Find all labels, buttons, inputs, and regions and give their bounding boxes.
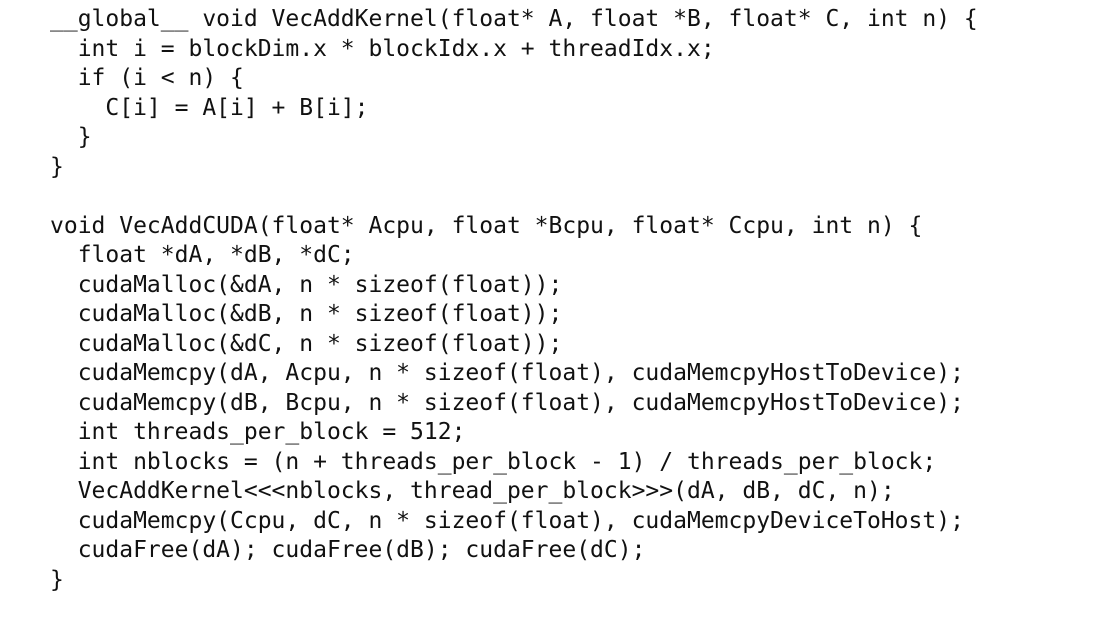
code-line: int threads_per_block = 512; [50,419,466,445]
code-line: C[i] = A[i] + B[i]; [50,94,369,121]
code-line: if (i < n) { [50,65,244,91]
code-line-blank [50,182,1110,212]
code-line: cudaMemcpy(dB, Bcpu, n * sizeof(float), … [50,389,964,416]
code-line: } [50,566,64,593]
code-line: cudaMalloc(&dB, n * sizeof(float)); [50,301,563,327]
code-line: int i = blockDim.x * blockIdx.x + thread… [50,35,715,62]
code-line: cudaMemcpy(Ccpu, dC, n * sizeof(float), … [50,507,964,534]
code-line: } [50,124,92,150]
code-line: void VecAddCUDA(float* Acpu, float *Bcpu… [50,212,923,239]
code-line: __global__ void VecAddKernel(float* A, f… [50,6,978,32]
code-line: cudaMalloc(&dC, n * sizeof(float)); [50,330,563,357]
code-line: int nblocks = (n + threads_per_block - 1… [50,448,937,475]
code-line: cudaMalloc(&dA, n * sizeof(float)); [50,271,563,298]
code-line: } [50,153,64,180]
code-line: float *dA, *dB, *dC; [50,242,355,268]
code-line: VecAddKernel<<<nblocks, thread_per_block… [50,478,895,504]
code-line: cudaFree(dA); cudaFree(dB); cudaFree(dC)… [50,537,646,563]
code-line: cudaMemcpy(dA, Acpu, n * sizeof(float), … [50,360,964,386]
